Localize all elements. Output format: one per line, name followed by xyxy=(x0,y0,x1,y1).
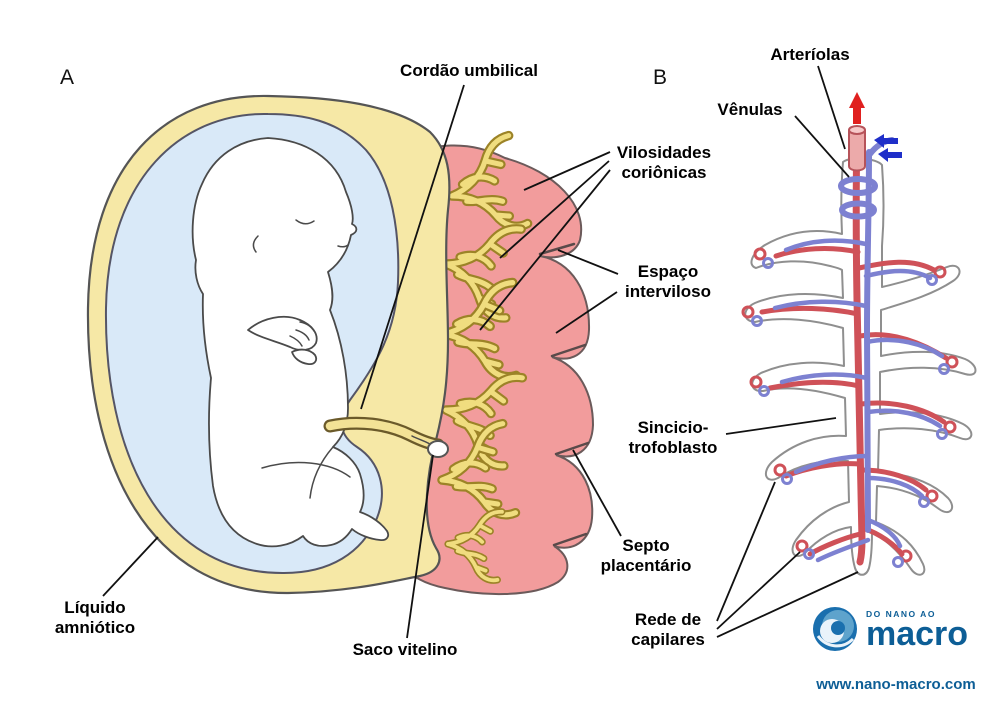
leader-syncytiotrophoblast xyxy=(725,417,837,435)
logo-tagline: DO NANO AO xyxy=(866,608,936,619)
venous-flow-arrows-icon xyxy=(874,134,902,162)
fetus-mouth xyxy=(337,244,349,248)
leader-capillary-network-2 xyxy=(716,551,801,630)
placental-septum-clefts xyxy=(538,242,590,547)
fetus-ear xyxy=(252,235,259,253)
panel-b-letter: B xyxy=(653,66,668,89)
arterial-flow-arrow-icon xyxy=(849,92,865,124)
label-capillary-network: Rede de capilares xyxy=(631,610,705,650)
logo: DO NANO AO macro xyxy=(812,606,968,652)
fetus xyxy=(191,137,390,548)
label-chorionic-villi: Vilosidades coriônicas xyxy=(616,143,712,183)
logo-url: www.nano-macro.com xyxy=(816,676,976,693)
leader-arterioles xyxy=(817,65,846,150)
leader-chorionic-villi-2 xyxy=(499,160,610,259)
leader-chorionic-villi-3 xyxy=(479,169,611,331)
leader-placental-septum xyxy=(572,449,622,537)
label-venules: Vênulas xyxy=(717,100,783,119)
label-syncytiotrophoblast: Sincicio- trofoblasto xyxy=(628,418,718,458)
panel-a-letter: A xyxy=(60,66,75,89)
label-umbilical-cord: Cordão umbilical xyxy=(400,61,538,80)
leader-lines xyxy=(102,65,859,639)
panel-a-illustration xyxy=(86,94,595,596)
label-intervillous-space: Espaço interviloso xyxy=(625,262,711,302)
leader-venules xyxy=(794,115,850,178)
logo-swirl-icon xyxy=(813,607,857,651)
leader-chorionic-villi-1 xyxy=(523,151,611,191)
fetus-leg-fold xyxy=(309,446,334,499)
leader-intervillous-space-2 xyxy=(555,291,618,334)
leader-amniotic-fluid xyxy=(102,536,159,597)
arteriole-tube xyxy=(848,125,866,172)
leader-yolk-sac xyxy=(406,454,434,639)
leader-capillary-network-1 xyxy=(716,481,776,622)
label-yolk-sac: Saco vitelino xyxy=(352,640,458,659)
fetus-eye xyxy=(295,219,315,225)
label-placental-septum: Septo placentário xyxy=(600,536,692,576)
label-arterioles: Arteríolas xyxy=(770,45,850,64)
logo-name: macro xyxy=(866,614,969,653)
capillary-loops xyxy=(741,247,959,568)
fetus-thigh-line xyxy=(261,461,351,478)
panel-b-illustration xyxy=(741,92,977,576)
yolk-sac xyxy=(411,435,449,458)
leader-capillary-network-3 xyxy=(716,571,859,638)
fetus-hand xyxy=(291,348,318,366)
leader-umbilical-cord xyxy=(360,84,465,410)
label-amniotic-fluid: Líquido amniótico xyxy=(54,598,136,638)
leader-intervillous-space-1 xyxy=(557,249,619,275)
